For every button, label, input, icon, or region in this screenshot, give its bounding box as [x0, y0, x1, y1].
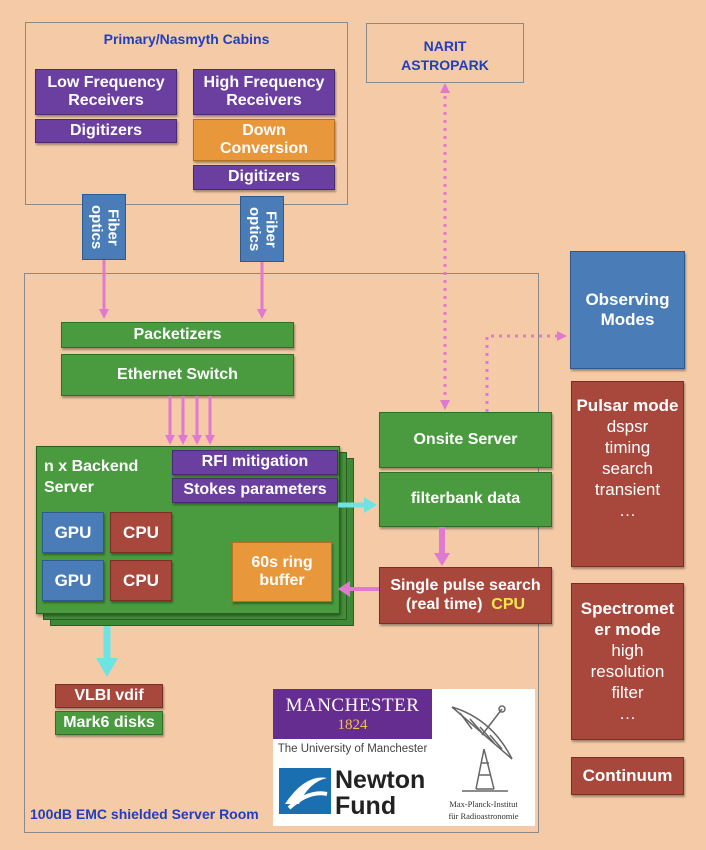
digitizers-left[interactable]: Digitizers	[35, 119, 177, 143]
fiber-optics-right: Fiber optics	[240, 196, 284, 262]
pulsar-item-4: transient	[594, 479, 661, 499]
high-frequency-receivers[interactable]: High Frequency Receivers	[193, 69, 335, 115]
pulsar-item-5: …	[619, 500, 636, 520]
single-pulse-search[interactable]: Single pulse search (real time) CPU	[379, 567, 552, 624]
filterbank-data[interactable]: filterbank data	[379, 472, 552, 527]
spectrometer-item-3: filter	[611, 683, 644, 702]
pulsar-mode-title: Pulsar mode	[576, 396, 679, 415]
manchester-subtitle: The University of Manchester	[277, 743, 428, 755]
manchester-year: 1824	[337, 717, 368, 733]
onsite-server[interactable]: Onsite Server	[379, 412, 552, 468]
vlbi-vdif[interactable]: VLBI vdif	[55, 684, 163, 708]
single-pulse-line1: Single pulse search	[390, 577, 541, 595]
ring-buffer[interactable]: 60s ring buffer	[232, 542, 332, 602]
narit-line2: ASTROPARK	[401, 57, 489, 73]
manchester-wordmark: MANCHESTER	[285, 695, 420, 716]
radio-telescope-icon	[451, 705, 513, 792]
server-room-title: 100dB EMC shielded Server Room	[30, 806, 259, 822]
observing-modes[interactable]: Observing Modes	[570, 251, 685, 369]
narit-label: NARIT ASTROPARK	[366, 37, 524, 75]
mpi-line1: Max-Planck-Institut	[449, 799, 518, 809]
newton-fund-icon	[279, 768, 331, 814]
pulsar-item-3: search	[601, 458, 654, 478]
manchester-logo: MANCHESTER 1824 The University of Manche…	[273, 689, 432, 760]
narit-frame	[366, 23, 524, 83]
fund-text: Fund	[335, 792, 397, 820]
fiber-optics-left: Fiber optics	[82, 194, 126, 260]
mpi-logo: Max-Planck-Institut für Radioastronomie	[432, 689, 535, 826]
single-pulse-cpu: CPU	[491, 595, 526, 613]
cpu-1[interactable]: CPU	[110, 512, 172, 553]
spectrometer-mode[interactable]: Spectromet er mode high resolution filte…	[571, 583, 684, 740]
low-frequency-receivers[interactable]: Low Frequency Receivers	[35, 69, 177, 115]
digitizers-right[interactable]: Digitizers	[193, 165, 335, 190]
down-conversion[interactable]: Down Conversion	[193, 119, 335, 161]
spectrometer-mode-title: Spectromet er mode	[580, 599, 675, 639]
newton-fund-logo: Newton Fund	[273, 760, 432, 826]
mpi-line2: für Radioastronomie	[448, 811, 519, 821]
gpu-2[interactable]: GPU	[42, 560, 104, 601]
newton-text: Newton	[335, 766, 426, 794]
narit-line1: NARIT	[423, 38, 467, 54]
cabins-frame	[25, 22, 348, 205]
cpu-2[interactable]: CPU	[110, 560, 172, 601]
ethernet-switch[interactable]: Ethernet Switch	[61, 354, 294, 396]
continuum[interactable]: Continuum	[571, 757, 684, 795]
stokes-parameters[interactable]: Stokes parameters	[172, 478, 338, 503]
pulsar-mode[interactable]: Pulsar mode dspsr timing search transien…	[571, 381, 684, 567]
backend-label: n x Backend Server	[44, 458, 139, 496]
mark6-disks[interactable]: Mark6 disks	[55, 711, 163, 735]
rfi-mitigation[interactable]: RFI mitigation	[172, 450, 338, 475]
gpu-1[interactable]: GPU	[42, 512, 104, 553]
pulsar-item-1: dspsr	[606, 416, 649, 436]
pulsar-item-2: timing	[604, 437, 651, 457]
spectrometer-item-4: …	[619, 704, 636, 723]
single-pulse-realtime: (real time)	[405, 595, 483, 613]
spectrometer-item-1: high	[611, 641, 644, 660]
manchester-band: MANCHESTER 1824	[273, 689, 432, 739]
cabins-title: Primary/Nasmyth Cabins	[103, 31, 270, 47]
server-room-frame	[24, 273, 539, 833]
packetizers[interactable]: Packetizers	[61, 322, 294, 348]
single-pulse-line2: (real time) CPU	[406, 596, 525, 614]
spectrometer-item-2: resolution	[590, 662, 665, 681]
